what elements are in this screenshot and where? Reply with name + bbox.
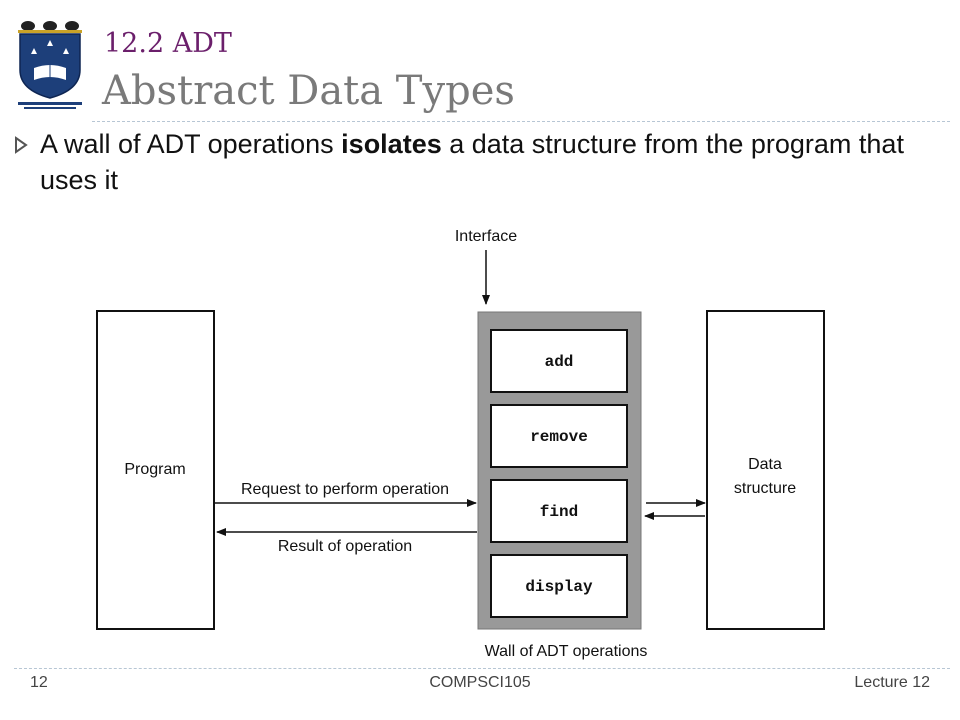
data-structure-label-line1: Data <box>748 456 782 473</box>
interface-label: Interface <box>455 228 517 245</box>
bullet-arrow-icon <box>15 136 28 154</box>
program-box <box>96 310 215 630</box>
operation-label-display: display <box>525 578 593 596</box>
footer-divider <box>14 668 950 669</box>
operation-box-add <box>490 329 628 393</box>
lecture-label: Lecture 12 <box>854 674 930 691</box>
bullet-text-bold: isolates <box>341 129 442 159</box>
slide-subtitle: 12.2 ADT <box>104 28 232 59</box>
operation-box-remove <box>490 404 628 468</box>
operation-label-find: find <box>540 503 578 521</box>
program-label: Program <box>124 461 185 478</box>
bullet-text-part: a data structure from the program that u… <box>40 129 904 195</box>
data-structure-box <box>706 310 825 630</box>
page-number: 12 <box>30 674 48 691</box>
operation-label-remove: remove <box>530 428 588 446</box>
logo-birds-icon <box>18 21 82 33</box>
wall-label: Wall of ADT operations <box>485 643 648 660</box>
result-label: Result of operation <box>278 538 412 555</box>
bullet-text-part: A wall of ADT operations <box>40 129 342 159</box>
request-label: Request to perform operation <box>241 481 449 498</box>
bullet-text: A wall of ADT operations isolates a data… <box>40 126 920 198</box>
operation-label-add: add <box>545 353 574 371</box>
operation-box-display <box>490 554 628 618</box>
operation-box-find <box>490 479 628 543</box>
slide-title: Abstract Data Types <box>102 68 515 114</box>
university-logo <box>18 21 82 109</box>
header-divider <box>92 121 950 122</box>
course-code: COMPSCI105 <box>429 674 531 691</box>
data-structure-label-line2: structure <box>734 480 796 497</box>
